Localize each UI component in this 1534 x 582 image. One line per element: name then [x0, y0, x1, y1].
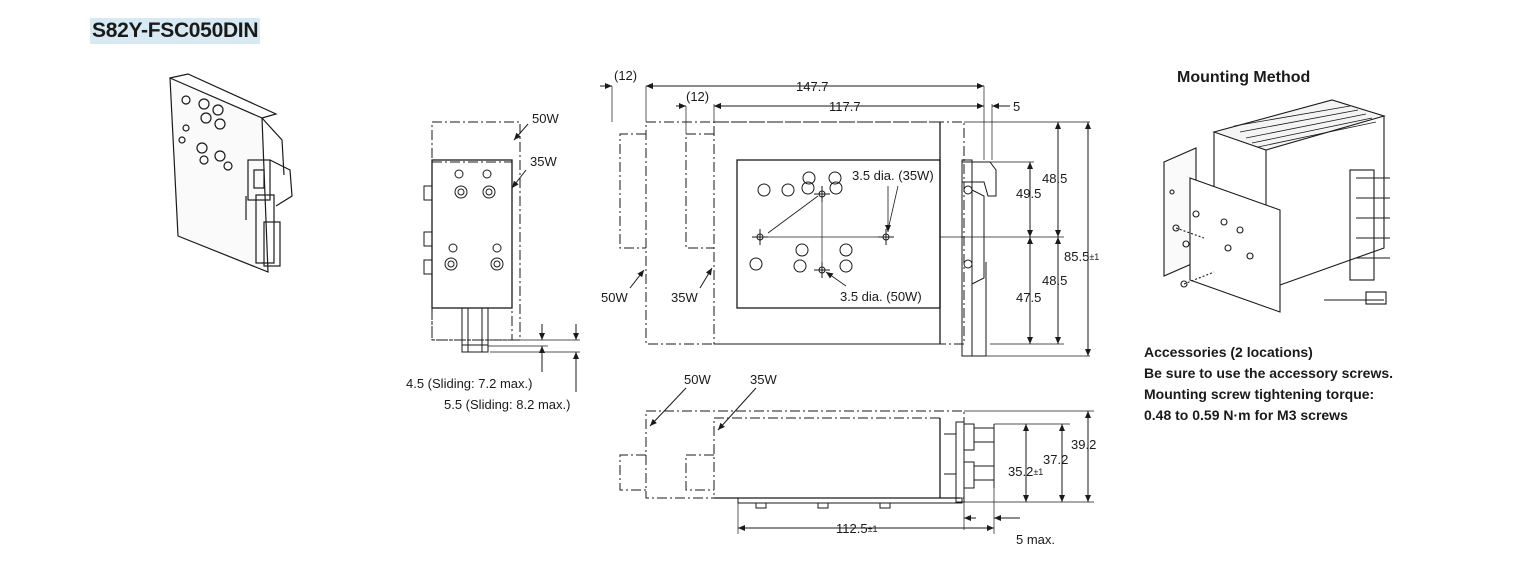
side-dim-sliding-2: 5.5 (Sliding: 8.2 max.)	[444, 397, 570, 412]
mounting-method-title: Mounting Method	[1177, 69, 1311, 86]
product-title: S82Y-FSC050DIN	[90, 18, 261, 44]
front-hole-50w: 3.5 dia. (50W)	[840, 289, 922, 304]
front-dim-offset-35w: (12)	[686, 89, 709, 104]
bottom-dim-5-max: 5 max.	[1016, 532, 1055, 547]
bottom-dim-39-2: 39.2	[1071, 437, 1096, 452]
front-dim-48-5-top: 48.5	[1042, 171, 1067, 186]
front-dim-49-5: 49.5	[1016, 186, 1041, 201]
mounting-notes: Accessories (2 locations) Be sure to use…	[1144, 342, 1393, 426]
front-dim-height: 85.5±1	[1064, 249, 1099, 264]
bottom-dim-112-5: 112.5±1	[836, 521, 878, 536]
bracket-isometric-sketch	[169, 73, 293, 273]
bottom-dim-37-2: 37.2	[1043, 452, 1068, 467]
front-dim-offset-50w: (12)	[614, 68, 637, 83]
bottom-label-35w: 35W	[750, 372, 777, 387]
bottom-dim-35-2: 35.2±1	[1008, 464, 1043, 479]
side-dim-sliding-1: 4.5 (Sliding: 7.2 max.)	[406, 376, 532, 391]
bottom-view	[619, 387, 1094, 534]
side-label-50w: 50W	[532, 111, 559, 126]
front-dim-total-width: 147.7	[796, 79, 829, 94]
bottom-label-50w: 50W	[684, 372, 711, 387]
front-label-50w: 50W	[601, 290, 628, 305]
front-hole-35w: 3.5 dia. (35W)	[852, 168, 934, 183]
note-accessories: Accessories (2 locations)	[1144, 344, 1313, 360]
note-torque-value: 0.48 to 0.59 N·m for M3 screws	[1144, 407, 1348, 423]
note-torque-heading: Mounting screw tightening torque:	[1144, 386, 1375, 402]
front-view	[600, 83, 1091, 357]
side-label-35w: 35W	[530, 154, 557, 169]
side-view	[423, 121, 580, 392]
front-dim-width-35w: 117.7	[829, 99, 861, 114]
mounting-method-illustration	[1163, 99, 1390, 313]
front-dim-48-5-bottom: 48.5	[1042, 273, 1067, 288]
front-dim-47-5: 47.5	[1016, 290, 1041, 305]
front-label-35w: 35W	[671, 290, 698, 305]
note-screws: Be sure to use the accessory screws.	[1144, 365, 1394, 381]
front-dim-right: 5	[1013, 99, 1020, 114]
